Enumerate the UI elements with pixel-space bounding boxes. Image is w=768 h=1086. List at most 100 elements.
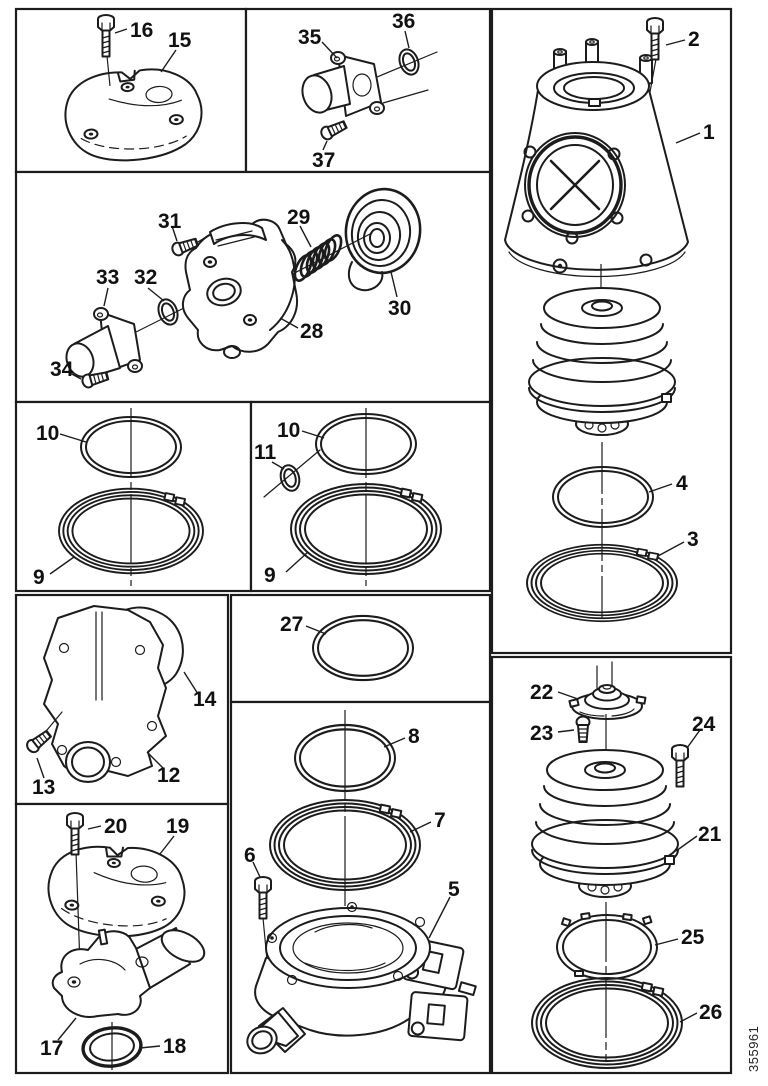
leader-2 [665, 39, 686, 46]
callout-8: 8 [408, 725, 420, 748]
leader-18 [139, 1045, 161, 1049]
callout-10: 10 [36, 422, 59, 445]
callout-14: 14 [193, 688, 217, 711]
panel-oring-27 [229, 593, 492, 704]
callout-32: 32 [134, 266, 157, 289]
callout-17: 17 [40, 1037, 63, 1060]
axis-line [106, 55, 111, 87]
callout-22: 22 [530, 681, 553, 704]
callout-21: 21 [698, 823, 722, 846]
leader-24 [686, 729, 701, 749]
callout-28: 28 [300, 320, 324, 343]
leader-31 [171, 225, 178, 242]
leader-19 [159, 835, 175, 855]
part-29-spring [293, 234, 343, 282]
callout-36: 36 [392, 10, 415, 33]
leader-34 [67, 371, 82, 380]
callout-35: 35 [298, 26, 322, 49]
callout-9: 9 [264, 564, 276, 587]
leader-14 [183, 671, 199, 695]
callout-26: 26 [699, 1001, 722, 1024]
callout-13: 13 [32, 776, 55, 799]
callout-25: 25 [681, 926, 705, 949]
callout-6: 6 [244, 844, 256, 867]
leader-22 [557, 691, 579, 700]
axis-line [75, 851, 81, 967]
leader-17 [57, 1017, 77, 1041]
callout-12: 12 [157, 764, 180, 787]
leader-20 [87, 825, 102, 830]
leader-1 [675, 132, 701, 144]
leader-9 [285, 551, 309, 573]
part-30-diaphragm [344, 187, 422, 292]
callout-15: 15 [168, 29, 192, 52]
callout-29: 29 [287, 206, 310, 229]
part-12-cover-housing [43, 605, 167, 783]
part-1-housing [504, 38, 689, 278]
leader-10 [301, 430, 325, 439]
callout-4: 4 [676, 472, 688, 495]
leader-16 [114, 28, 128, 34]
part-18-o-ring [81, 1026, 143, 1068]
sheet-number: 355961 [746, 1026, 761, 1072]
callout-19: 19 [166, 815, 189, 838]
callout-3: 3 [687, 528, 699, 551]
callout-5: 5 [448, 878, 460, 901]
leader-35 [321, 41, 338, 59]
callout-30: 30 [388, 297, 411, 320]
part-35-fitting [301, 51, 385, 117]
callout-20: 20 [104, 815, 127, 838]
leader-37 [322, 140, 328, 151]
callout-33: 33 [96, 266, 119, 289]
axis-line [263, 449, 321, 498]
callout-7: 7 [434, 809, 446, 832]
callout-23: 23 [530, 722, 553, 745]
part-28-pump-housing [182, 218, 298, 359]
part-22-cap [568, 684, 647, 720]
axis-line [649, 58, 657, 93]
leader-28 [279, 317, 299, 329]
callout-10: 10 [277, 419, 300, 442]
panel-rings-center [249, 400, 492, 593]
panel-rings-left [14, 400, 253, 593]
leader-26 [679, 1012, 698, 1023]
part-5-pump-body [246, 901, 477, 1055]
leader-30 [390, 271, 398, 298]
callout-16: 16 [130, 19, 153, 42]
leader-13 [36, 757, 45, 779]
part-17-thermostat-housing [51, 927, 206, 1018]
callout-18: 18 [163, 1035, 187, 1058]
callout-9: 9 [33, 566, 45, 589]
leader-27 [305, 625, 327, 635]
callout-27: 27 [280, 613, 303, 636]
leader-29 [299, 225, 312, 248]
callout-34: 34 [50, 358, 74, 381]
leader-36 [404, 30, 410, 49]
leader-9 [49, 556, 75, 575]
leader-6 [252, 861, 261, 878]
callout-11: 11 [254, 441, 277, 464]
part-33-tube-flange [65, 307, 143, 379]
leader-8 [383, 737, 406, 748]
callout-24: 24 [692, 713, 716, 736]
leader-23 [557, 729, 575, 733]
callout-37: 37 [312, 149, 335, 172]
leader-11 [271, 461, 285, 470]
leader-33 [103, 287, 109, 307]
leader-10 [59, 433, 87, 443]
axis-line [376, 51, 438, 78]
callout-1: 1 [703, 121, 715, 144]
leader-3 [657, 541, 685, 557]
leader-4 [648, 483, 673, 493]
callout-31: 31 [158, 210, 182, 233]
leader-5 [428, 896, 451, 939]
callout-2: 2 [688, 28, 700, 51]
part-23-screw [575, 715, 591, 743]
leader-7 [409, 821, 432, 833]
axis-line [382, 89, 429, 104]
leader-25 [654, 938, 679, 946]
leader-12 [146, 751, 164, 769]
leader-21 [675, 835, 698, 852]
